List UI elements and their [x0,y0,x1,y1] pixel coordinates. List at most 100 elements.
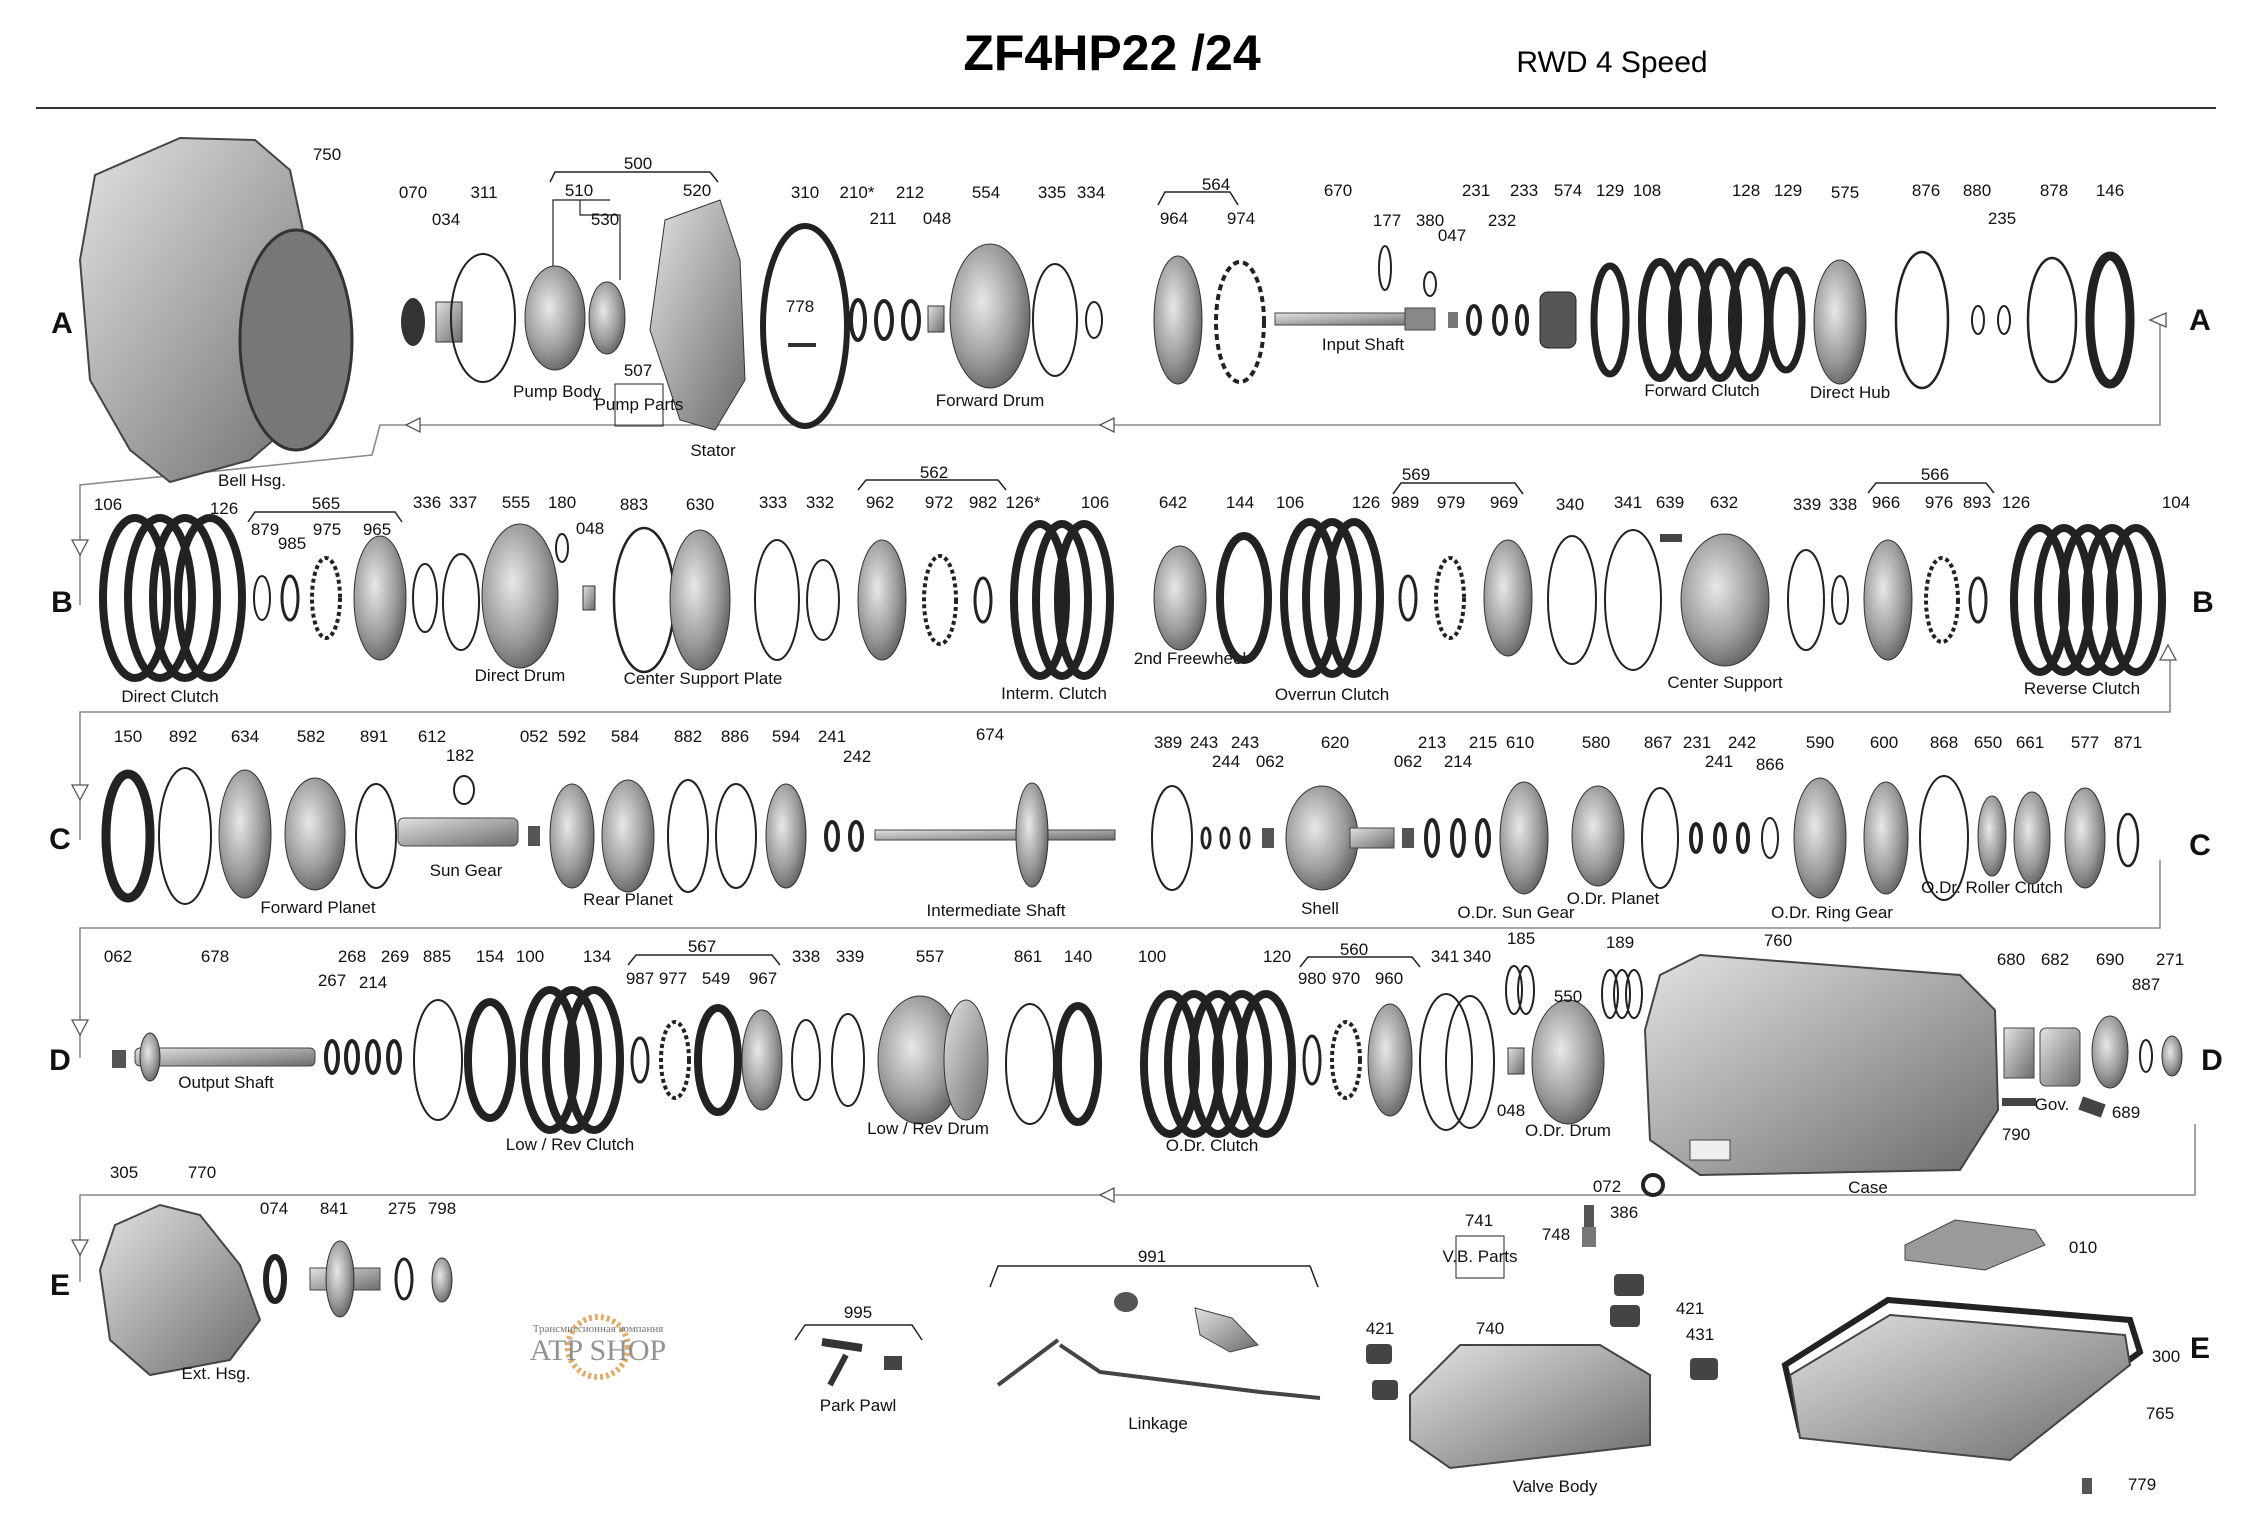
pump-parts-box [614,383,664,427]
part-980 [1302,1034,1322,1086]
diagram-subtitle: RWD 4 Speed [1516,46,1707,79]
num-866: 866 [1756,755,1784,774]
num-241: 241 [818,727,846,746]
solenoid-421-d [1372,1380,1398,1400]
num-770: 770 [188,1163,216,1182]
group-bracket-569 [1392,482,1524,495]
num-232: 232 [1488,211,1516,230]
part-969 [1483,539,1533,657]
num-062-d: 062 [104,947,132,966]
part-985 [280,574,300,622]
num-980: 980 [1298,969,1326,988]
part-310-gasket [760,223,850,429]
part-600 [1863,781,1909,895]
num-892: 892 [169,727,197,746]
num-750: 750 [313,145,341,164]
part-332 [806,559,840,641]
num-885: 885 [423,947,451,966]
group-991: 991 [1138,1247,1166,1266]
group-bracket-566 [1867,482,1995,494]
odr-roller-clutch [1977,795,2007,877]
num-580: 580 [1582,733,1610,752]
forward-clutch-pack [1638,258,1772,382]
label-overrun-clutch: Overrun Clutch [1275,685,1389,704]
part-129-second [1766,266,1806,374]
num-969: 969 [1490,493,1518,512]
oil-filter [1904,1219,2046,1271]
num-214-d: 214 [359,973,387,992]
linkage-rod-2 [1058,1343,1321,1400]
row-b: 106 126 Direct Clutch 565 879 985 975 96… [94,463,2190,706]
label-gov: Gov. [2035,1095,2070,1114]
park-pawl-pin [884,1356,902,1370]
num-987: 987 [626,969,654,988]
num-630: 630 [686,495,714,514]
part-689 [2078,1096,2106,1118]
linkage-part [1114,1292,1138,1312]
num-582: 582 [297,727,325,746]
part-210 [849,298,867,342]
oil-pan [1788,1313,2132,1462]
part-338-d [791,1019,821,1101]
part-868 [1919,775,1969,901]
part-338 [1831,575,1849,625]
num-340-d: 340 [1463,947,1491,966]
odr-sun-gear [1499,781,1549,895]
num-048-b: 048 [576,519,604,538]
part-639 [1660,534,1682,542]
num-062-second: 062 [1394,752,1422,771]
num-106-b3: 106 [1276,493,1304,512]
num-243: 243 [1190,733,1218,752]
num-334: 334 [1077,183,1105,202]
num-242: 242 [843,747,871,766]
num-271: 271 [2156,950,2184,969]
num-048-d: 048 [1497,1101,1525,1120]
part-341-d [1419,993,1473,1131]
num-389: 389 [1154,733,1182,752]
num-670: 670 [1324,181,1352,200]
part-661 [2013,791,2051,885]
num-120: 120 [1263,947,1291,966]
part-311 [450,253,516,383]
part-062-second [1402,828,1414,848]
part-177 [1378,245,1392,291]
num-639: 639 [1656,493,1684,512]
num-634: 634 [231,727,259,746]
num-989: 989 [1391,493,1419,512]
solenoid-421-a [1614,1274,1644,1296]
part-790 [2002,1098,2036,1106]
num-590: 590 [1806,733,1834,752]
part-878 [2026,256,2078,384]
num-211: 211 [869,209,896,228]
group-560: 560 [1340,940,1368,959]
part-386 [1584,1205,1594,1227]
num-632: 632 [1710,493,1738,512]
num-268: 268 [338,947,366,966]
solenoid-431 [1690,1358,1718,1380]
part-967 [741,1009,783,1111]
num-861: 861 [1014,947,1042,966]
label-input-shaft: Input Shaft [1322,335,1405,354]
part-242-c [1736,822,1750,854]
num-760: 760 [1764,931,1792,950]
part-879 [253,575,271,621]
part-129 [1590,262,1630,378]
part-335 [1032,263,1078,377]
num-269: 269 [381,947,409,966]
label-pump-body: Pump Body [513,382,601,401]
part-062-d [112,1050,126,1068]
solenoid-421-b [1610,1305,1640,1327]
bell-housing-bore [238,228,354,452]
num-798: 798 [428,1199,456,1218]
part-052 [528,826,540,846]
intermediate-shaft-flange [1015,782,1049,888]
part-189-rings [1601,969,1643,1019]
part-748 [1582,1227,1596,1247]
second-freewheel [1153,545,1207,651]
part-244 [1219,826,1231,850]
part-891 [355,783,397,889]
part-336 [412,563,438,633]
odr-drum [1531,999,1605,1125]
num-386: 386 [1610,1203,1638,1222]
